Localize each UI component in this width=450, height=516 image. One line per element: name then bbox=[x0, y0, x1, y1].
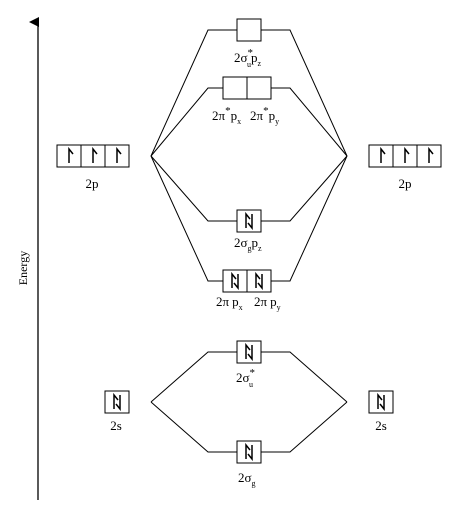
electron-up-arrow bbox=[231, 271, 237, 288]
orbital-group-left-2s bbox=[104, 390, 130, 414]
electron-up-arrow bbox=[245, 211, 251, 228]
orbital-group-right-2p bbox=[368, 144, 442, 168]
electron-up-arrow bbox=[92, 146, 98, 163]
electron-down-arrow bbox=[247, 214, 253, 231]
electron-up-arrow bbox=[245, 442, 251, 459]
orbital-boxes bbox=[56, 18, 442, 464]
orbital-box bbox=[236, 340, 262, 364]
label-2p-right: 2p bbox=[399, 176, 412, 191]
label-pi-star-y: 2π*py bbox=[250, 105, 279, 126]
electron-up-arrow bbox=[116, 146, 122, 163]
label-pi-star-x: 2π*px bbox=[212, 105, 241, 126]
connector-lines-2s bbox=[150, 351, 348, 453]
electron-down-arrow bbox=[115, 395, 121, 412]
electron-down-arrow bbox=[257, 274, 263, 291]
label-sigma-u-star-pz: 2σ*upz bbox=[234, 47, 262, 69]
label-2s-left: 2s bbox=[110, 418, 122, 433]
label-2p-left: 2p bbox=[86, 176, 99, 191]
orbital-group-right-2s bbox=[368, 390, 394, 414]
orbital-group-sigma-g-s bbox=[236, 440, 262, 464]
orbital-group-sigma-g-pz bbox=[236, 209, 262, 233]
orbital-box bbox=[246, 76, 272, 100]
energy-axis-label: Energy bbox=[16, 251, 30, 285]
electron-up-arrow bbox=[245, 342, 251, 359]
connector-lines-2p bbox=[150, 29, 348, 282]
electron-up-arrow bbox=[380, 146, 386, 163]
orbital-box bbox=[368, 390, 394, 414]
orbital-group-sigma-u-star-pz bbox=[236, 18, 262, 42]
electron-up-arrow bbox=[428, 146, 434, 163]
orbital-group-pi-star bbox=[222, 76, 272, 100]
orbital-box bbox=[246, 269, 272, 293]
label-sigma-u-star-s: 2σ*u bbox=[236, 367, 255, 389]
electron-up-arrow bbox=[255, 271, 261, 288]
electron-down-arrow bbox=[247, 345, 253, 362]
label-sigma-g-pz: 2σgpz bbox=[234, 235, 262, 253]
orbital-group-left-2p bbox=[56, 144, 130, 168]
electron-up-arrow bbox=[377, 392, 383, 409]
orbital-group-pi bbox=[222, 269, 272, 293]
orbital-box bbox=[236, 209, 262, 233]
electron-down-arrow bbox=[247, 445, 253, 462]
electron-down-arrow bbox=[379, 395, 385, 412]
electron-up-arrow bbox=[404, 146, 410, 163]
label-2s-right: 2s bbox=[375, 418, 387, 433]
electron-down-arrow bbox=[233, 274, 239, 291]
label-sigma-g-s: 2σg bbox=[238, 470, 256, 488]
orbital-box bbox=[236, 440, 262, 464]
orbital-box bbox=[236, 18, 262, 42]
electron-up-arrow bbox=[68, 146, 74, 163]
orbital-box bbox=[104, 390, 130, 414]
electron-up-arrow bbox=[113, 392, 119, 409]
orbital-group-sigma-u-star-s bbox=[236, 340, 262, 364]
orbital-box bbox=[222, 76, 248, 100]
orbital-box bbox=[222, 269, 248, 293]
